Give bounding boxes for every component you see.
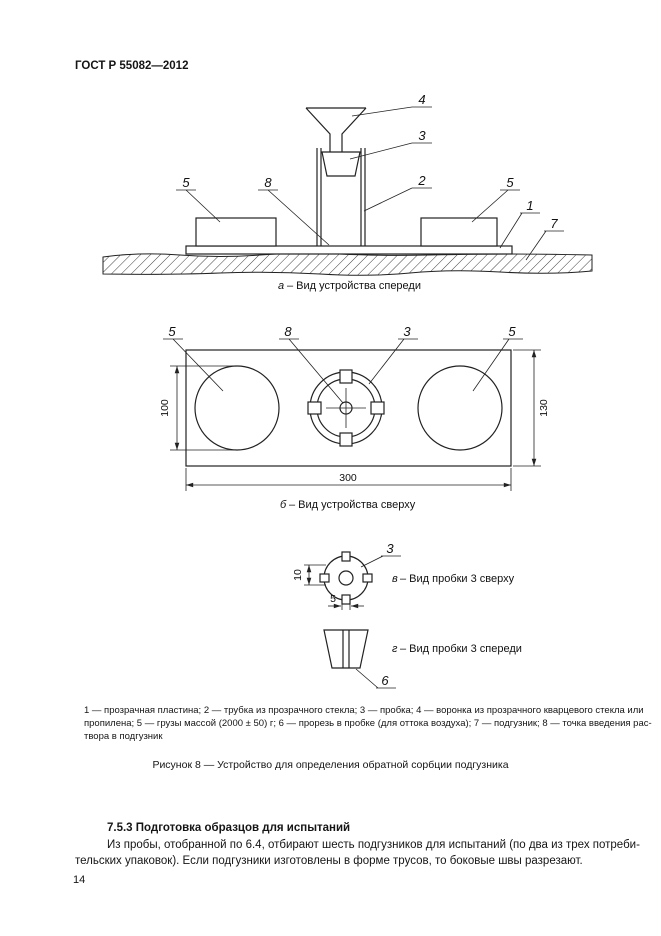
dimension-100-lines <box>170 365 237 451</box>
front-view-drawing: 4 3 2 5 5 8 1 7 а – Вид устройства спере… <box>102 92 593 292</box>
section-heading: 7.5.3 Подготовка образцов для испытаний <box>107 822 351 834</box>
plug-front-caption-letter: г <box>392 643 398 655</box>
plug-top-view-drawing: 10 5 3 в – Вид пробки 3 сверху <box>292 541 515 610</box>
callout-point-8: 8 <box>264 175 272 190</box>
figure-legend: 1 — прозрачная пластина; 2 — трубка из п… <box>84 704 652 743</box>
callout-plug-top-3: 3 <box>386 541 394 556</box>
plug-front-view-drawing: 6 г – Вид пробки 3 спереди <box>323 629 522 689</box>
funnel-outline <box>305 107 367 152</box>
glass-tube <box>316 148 366 246</box>
dimension-100-label: 100 <box>159 399 171 417</box>
top-view-caption-text: – Вид устройства сверху <box>289 499 416 511</box>
dimension-10-label: 10 <box>292 569 304 581</box>
top-view-caption-letter: б <box>280 499 287 511</box>
plug-top-caption-letter: в <box>392 573 398 585</box>
figure-caption: Рисунок 8 — Устройство для определения о… <box>152 759 509 771</box>
plug-top-caption-text: – Вид пробки 3 сверху <box>400 573 515 585</box>
legend-line-3: твора в подгузник <box>84 731 163 742</box>
callout-slot-6: 6 <box>381 673 389 688</box>
callout-diaper-7: 7 <box>550 216 558 231</box>
body-text-line-2: тельских упаковок). Если подгузники изго… <box>75 855 583 867</box>
callout-top-8: 8 <box>284 324 292 339</box>
plug-front-caption-text: – Вид пробки 3 спереди <box>400 643 522 655</box>
callout-plate-1: 1 <box>526 198 533 213</box>
page-number: 14 <box>73 874 86 886</box>
plug-front-outline <box>323 629 369 669</box>
callout-top-3: 3 <box>403 324 411 339</box>
dimension-300-label: 300 <box>339 472 357 484</box>
dimension-300-lines <box>185 468 512 491</box>
plate-outline-top <box>185 349 512 467</box>
legend-line-1: 1 — прозрачная пластина; 2 — трубка из п… <box>84 705 644 716</box>
transparent-plate <box>185 245 513 255</box>
callout-plug-3: 3 <box>418 128 426 143</box>
front-view-caption-letter: а <box>278 280 284 292</box>
body-text-line-1: Из пробы, отобранной по 6.4, отбирают ше… <box>107 839 640 851</box>
legend-line-2: пропилена; 5 — грузы массой (2000 ± 50) … <box>84 718 652 729</box>
dimension-130-label: 130 <box>538 399 550 417</box>
leader-plug-top <box>360 555 401 568</box>
plug-top-outline <box>319 551 373 605</box>
callout-tube-2: 2 <box>417 173 426 188</box>
diaper-section <box>102 252 593 276</box>
callout-weight-left-5: 5 <box>182 175 190 190</box>
callout-funnel-4: 4 <box>418 92 425 107</box>
dimension-10-lines <box>304 564 326 586</box>
weight-right-circle <box>417 365 503 451</box>
weight-left-circle <box>194 365 280 451</box>
plug-outline <box>321 151 361 177</box>
dimension-5-label: 5 <box>330 593 336 605</box>
dimension-130-lines <box>513 349 541 467</box>
callout-weight-right-5: 5 <box>506 175 514 190</box>
top-view-drawing: 5 8 3 5 100 130 300 б – Вид устройства с… <box>159 324 550 511</box>
document-code: ГОСТ Р 55082—2012 <box>75 60 189 72</box>
dimension-5-lines <box>328 602 364 610</box>
callout-top-5-right: 5 <box>508 324 516 339</box>
callout-top-5-left: 5 <box>168 324 176 339</box>
leader-plug-front <box>355 668 396 689</box>
weight-right <box>420 217 498 247</box>
tube-plug-top <box>307 369 385 447</box>
leader-lines <box>176 106 564 261</box>
leader-lines-top <box>163 338 523 404</box>
weight-left <box>195 217 277 247</box>
front-view-caption-text: – Вид устройства спереди <box>287 280 421 292</box>
